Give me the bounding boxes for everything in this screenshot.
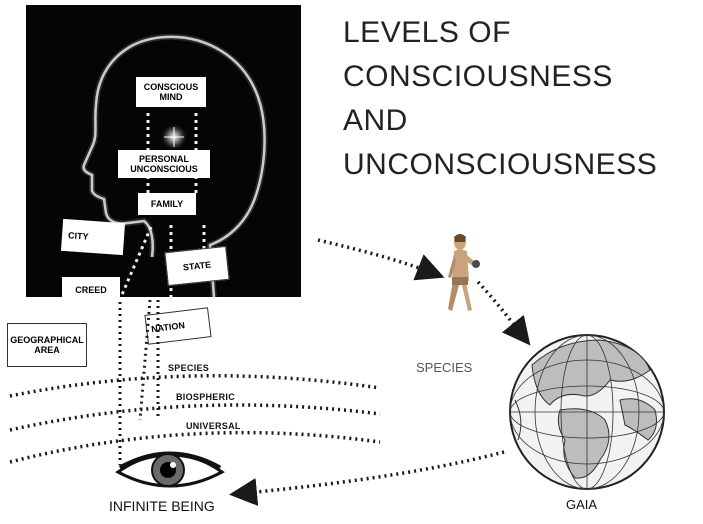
caption-infinite-being: INFINITE BEING	[109, 498, 215, 514]
title-line-1: LEVELS OF	[343, 16, 511, 49]
ring-label-universal: UNIVERSAL	[186, 421, 241, 431]
title-line-2: CONSCIOUSNESS	[343, 60, 613, 93]
label-geographical-area: GEOGRAPHICAL AREA	[7, 323, 87, 367]
species-ring	[9, 374, 381, 398]
label-conscious-mind: CONSCIOUS MIND	[136, 77, 206, 107]
title-line-3: AND	[343, 104, 408, 137]
globe-icon	[509, 334, 665, 490]
label-family: FAMILY	[138, 193, 196, 215]
caption-gaia: GAIA	[566, 497, 598, 512]
eye-icon	[115, 451, 225, 488]
label-creed: CREED	[62, 277, 120, 303]
human-figure-icon	[448, 234, 480, 311]
title-line-4: UNCONSCIOUSNESS	[343, 148, 658, 181]
ring-label-biospheric: BIOSPHERIC	[176, 392, 236, 402]
label-personal-unconscious: PERSONAL UNCONSCIOUS	[118, 150, 210, 178]
biospheric-ring	[9, 403, 381, 432]
caption-species: SPECIES	[416, 360, 473, 375]
ring-label-species: SPECIES	[168, 363, 210, 373]
universal-ring	[9, 430, 381, 464]
